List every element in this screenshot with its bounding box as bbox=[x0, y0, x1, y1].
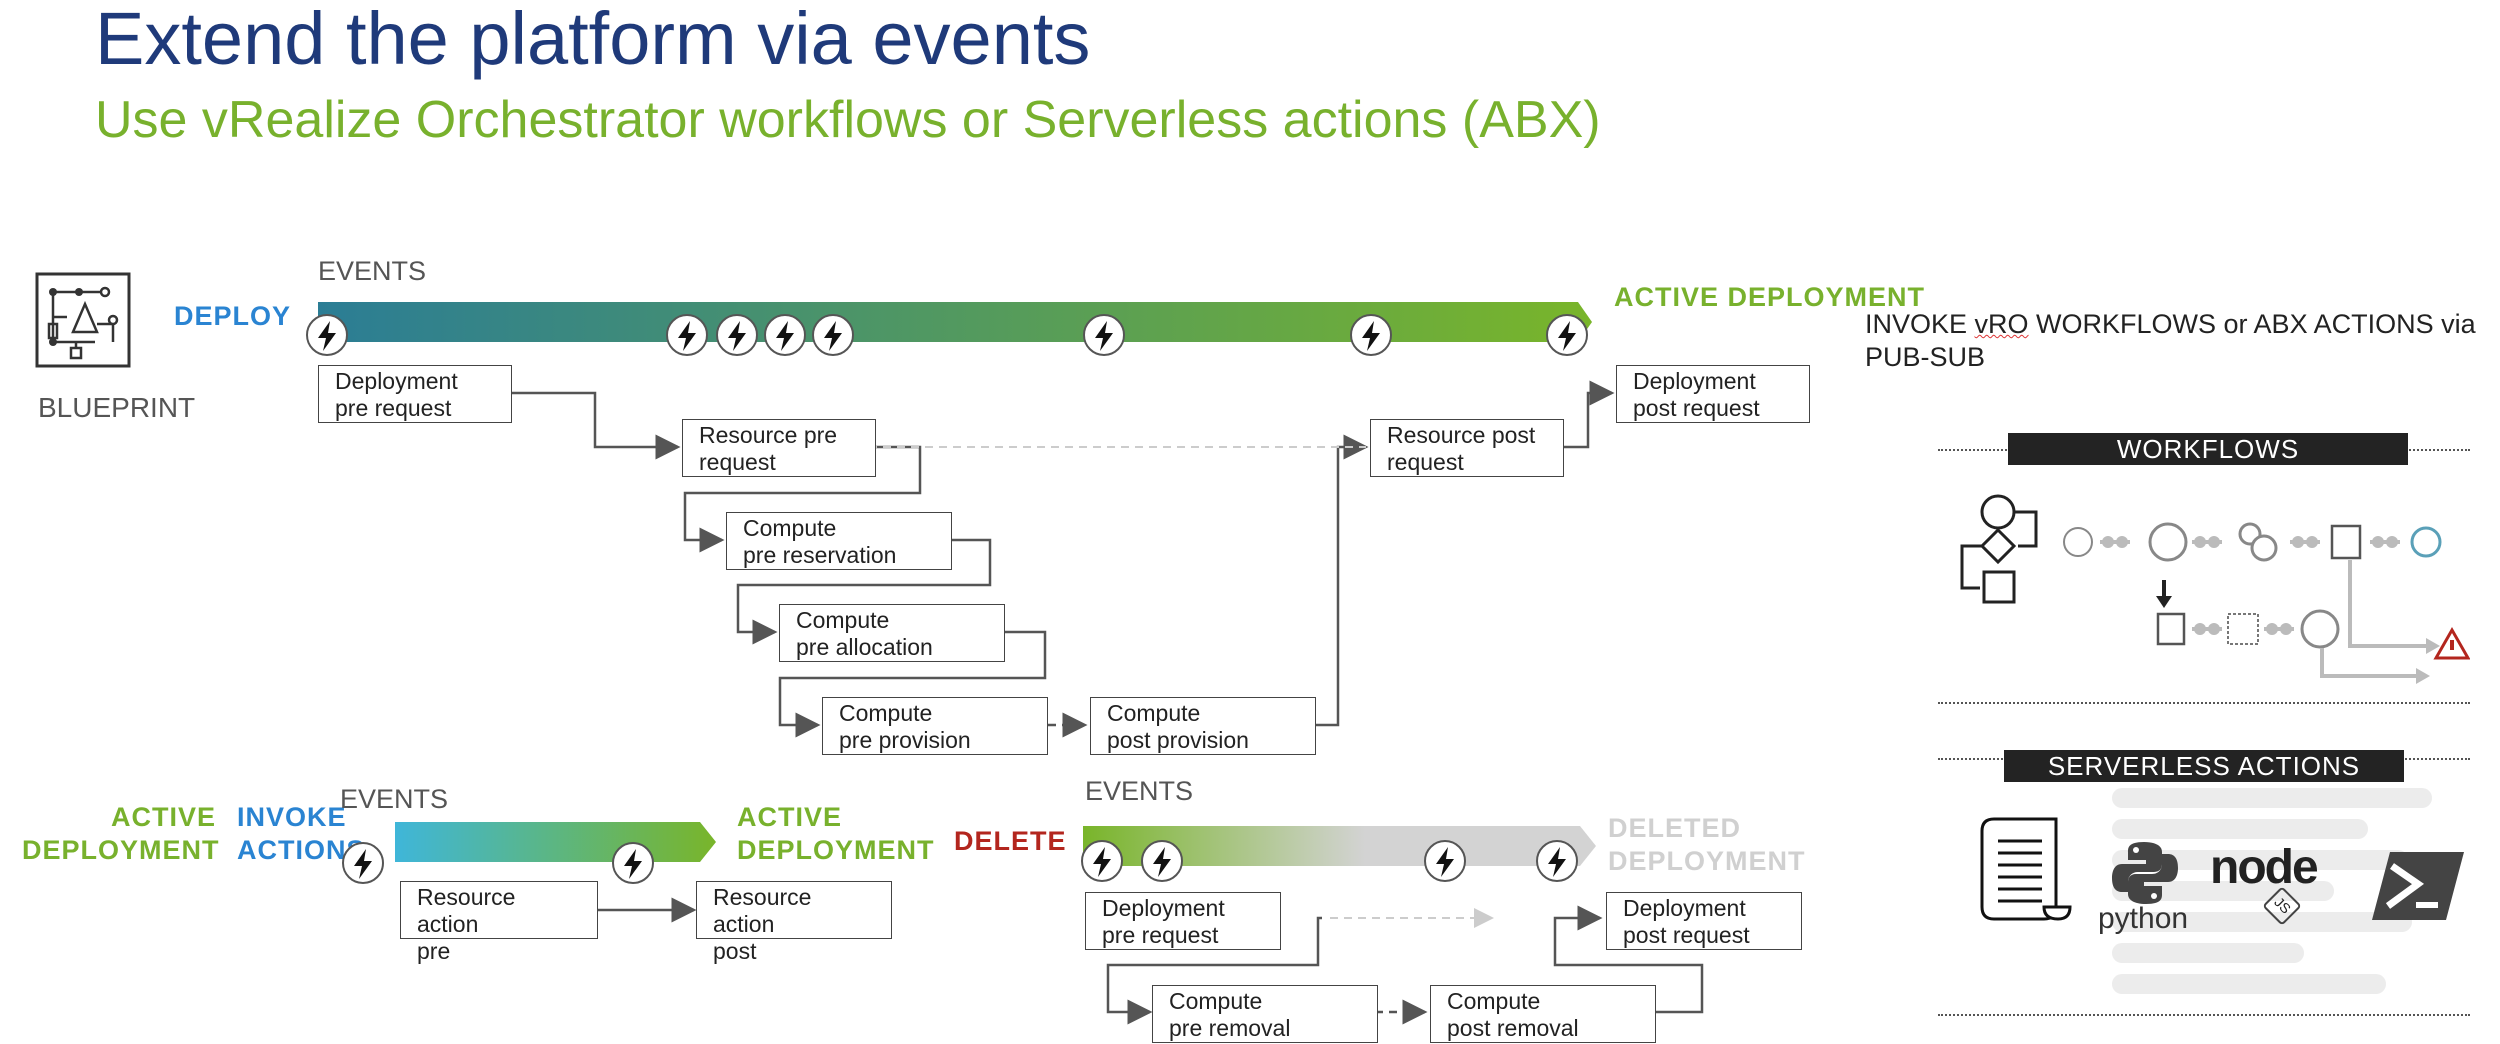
compute-pre-provision-box: Compute pre provision bbox=[822, 697, 1048, 755]
blueprint-label: BLUEPRINT bbox=[38, 392, 196, 423]
invoke-pubsub-text: INVOKE vRO WORKFLOWS or ABX ACTIONS via … bbox=[1865, 308, 2500, 374]
event-bolt-icon bbox=[1083, 314, 1125, 356]
invoke-suffix: WORKFLOWS or ABX ACTIONS via PUB-SUB bbox=[1865, 309, 2476, 372]
blueprint-icon bbox=[35, 272, 131, 368]
delete-label: DELETE bbox=[954, 826, 1067, 856]
code-lines-background bbox=[2112, 788, 2432, 1018]
actions-event-bar bbox=[395, 822, 716, 862]
serverless-banner: SERVERLESS ACTIONS bbox=[2004, 750, 2404, 782]
script-scroll-icon bbox=[1980, 817, 2072, 921]
resource-action-post-box: Resource action post bbox=[696, 881, 892, 964]
delete-events-label: EVENTS bbox=[1085, 776, 1194, 806]
event-bolt-icon bbox=[342, 842, 384, 884]
deployment-pre-request-box: Deployment pre request bbox=[318, 365, 512, 423]
workflows-banner: WORKFLOWS bbox=[2008, 433, 2408, 465]
resource-action-pre-box: Resource action pre bbox=[400, 881, 598, 964]
deploy-label: DEPLOY bbox=[174, 301, 292, 331]
deleted-deployment-label: DELETED DEPLOYMENT bbox=[1608, 813, 1806, 876]
python-label: python bbox=[2098, 902, 2189, 935]
event-bolt-icon bbox=[812, 314, 854, 356]
delete-event-bar bbox=[1083, 826, 1596, 866]
event-bolt-icon bbox=[716, 314, 758, 356]
event-bolt-icon bbox=[1424, 840, 1466, 882]
invoke-actions-label: INVOKE ACTIONS bbox=[237, 802, 366, 865]
actions-end-label: ACTIVE DEPLOYMENT bbox=[737, 802, 935, 865]
event-bolt-icon bbox=[306, 314, 348, 356]
compute-pre-reservation-box: Compute pre reservation bbox=[726, 512, 952, 570]
compute-post-provision-box: Compute post provision bbox=[1090, 697, 1316, 755]
event-bolt-icon bbox=[1141, 840, 1183, 882]
workflow-diagram-icon bbox=[1960, 494, 2470, 684]
invoke-prefix: INVOKE bbox=[1865, 309, 1975, 339]
event-bolt-icon bbox=[764, 314, 806, 356]
resource-post-request-box: Resource post request bbox=[1370, 419, 1564, 477]
event-bolt-icon bbox=[1536, 840, 1578, 882]
resource-pre-request-box: Resource pre request bbox=[682, 419, 876, 477]
compute-pre-removal-box: Compute pre removal bbox=[1152, 985, 1378, 1043]
delete-deployment-pre-request-box: Deployment pre request bbox=[1085, 892, 1281, 950]
event-bolt-icon bbox=[1350, 314, 1392, 356]
event-bolt-icon bbox=[612, 842, 654, 884]
invoke-vro: vRO bbox=[1974, 309, 2029, 339]
deploy-events-label: EVENTS bbox=[318, 256, 427, 286]
node-label: node bbox=[2210, 841, 2319, 894]
event-bolt-icon bbox=[666, 314, 708, 356]
event-bolt-icon bbox=[1081, 840, 1123, 882]
deployment-post-request-box: Deployment post request bbox=[1616, 365, 1810, 423]
active-deployment-label: ACTIVE DEPLOYMENT bbox=[1614, 282, 1926, 312]
page-title: Extend the platform via events bbox=[95, 0, 1091, 80]
powershell-logo-icon bbox=[2372, 852, 2464, 920]
actions-start-label: ACTIVE DEPLOYMENT bbox=[22, 802, 220, 865]
divider bbox=[1938, 702, 2470, 704]
delete-deployment-post-request-box: Deployment post request bbox=[1606, 892, 1802, 950]
compute-pre-allocation-box: Compute pre allocation bbox=[779, 604, 1005, 662]
nodejs-logo-icon: node JS bbox=[2210, 840, 2342, 926]
compute-post-removal-box: Compute post removal bbox=[1430, 985, 1656, 1043]
python-logo-icon bbox=[2112, 842, 2178, 904]
divider bbox=[1938, 1014, 2470, 1016]
deploy-event-bar bbox=[318, 302, 1592, 342]
event-bolt-icon bbox=[1546, 314, 1588, 356]
page-subtitle: Use vRealize Orchestrator workflows or S… bbox=[95, 91, 1601, 149]
actions-events-label: EVENTS bbox=[340, 784, 449, 814]
